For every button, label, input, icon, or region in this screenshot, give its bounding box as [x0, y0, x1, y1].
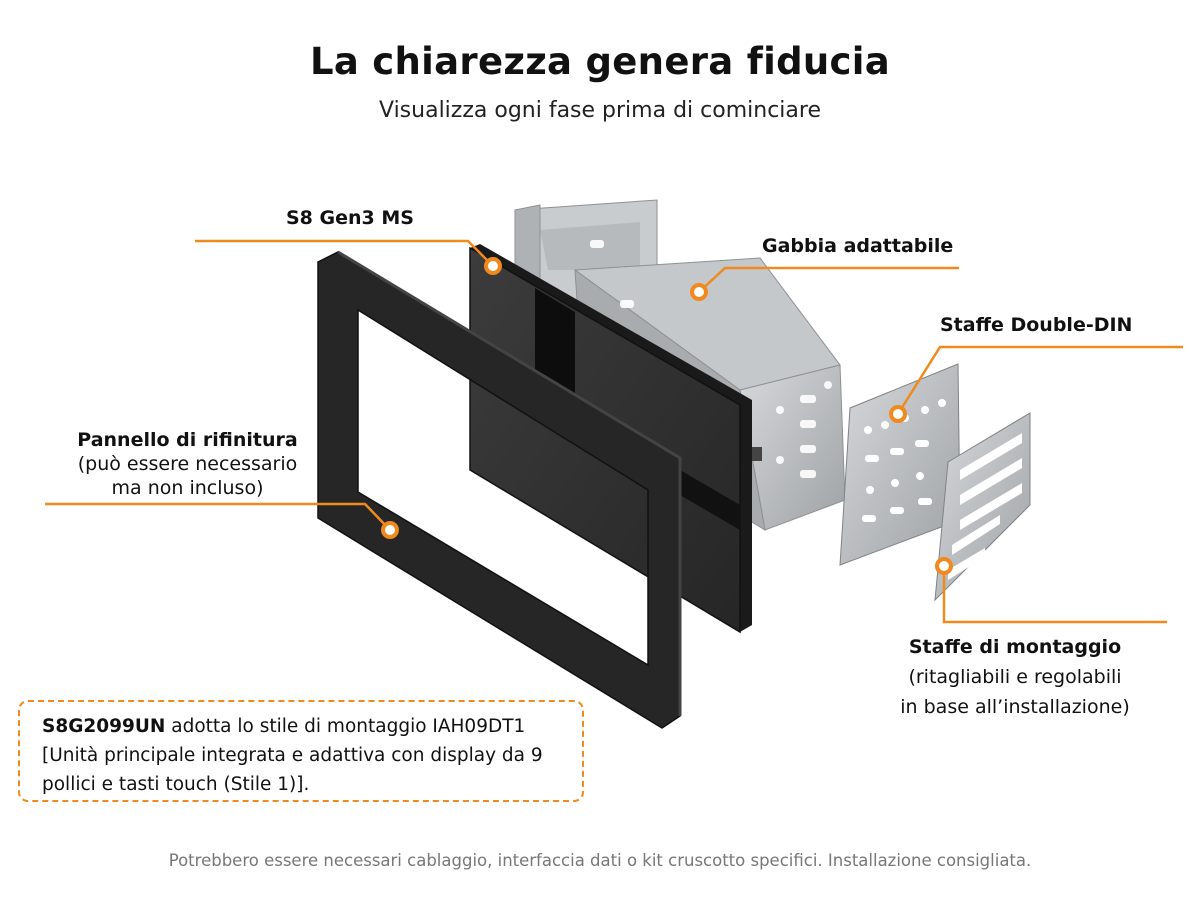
marker-dots: [381, 257, 953, 575]
label-head-unit-text: S8 Gen3 MS: [286, 207, 414, 229]
label-mounting-note1: (ritagliabili e regolabili: [908, 666, 1122, 688]
label-double-din: Staffe Double-DIN: [940, 314, 1132, 336]
model-note-box: S8G2099UN adotta lo stile di montaggio I…: [18, 700, 584, 802]
note-model: S8G2099UN: [42, 716, 166, 737]
note-line2: [Unità principale integrata e adattiva c…: [42, 745, 543, 766]
label-trim-panel-note2: ma non incluso): [111, 477, 264, 499]
label-trim-panel-note1: (può essere necessario: [77, 453, 298, 475]
footer-disclaimer: Potrebbero essere necessari cablaggio, i…: [168, 851, 1032, 870]
page-subtitle: Visualizza ogni fase prima di cominciare: [379, 98, 821, 123]
note-line1: adotta lo stile di montaggio IAH09DT1: [165, 716, 526, 737]
note-line3: pollici e tasti touch (Stile 1)].: [42, 774, 310, 795]
trim-panel: [317, 250, 682, 729]
mounting-brackets: [934, 412, 1031, 602]
leader-lines: [45, 239, 1183, 624]
label-double-din-text: Staffe Double-DIN: [940, 314, 1133, 336]
label-head-unit: S8 Gen3 MS: [286, 207, 414, 229]
label-mounting-title: Staffe di montaggio: [908, 636, 1122, 658]
label-mounting-brackets: Staffe di montaggio (ritagliabili e rego…: [880, 632, 1150, 722]
label-cage-text: Gabbia adattabile: [762, 235, 954, 257]
label-trim-panel: Pannello di rifinitura (può essere neces…: [60, 428, 315, 500]
label-trim-panel-title: Pannello di rifinitura: [77, 429, 298, 451]
page-title: La chiarezza genera fiducia: [309, 40, 890, 83]
label-cage: Gabbia adattabile: [762, 235, 953, 257]
label-mounting-note2: in base all’installazione): [900, 696, 1130, 718]
